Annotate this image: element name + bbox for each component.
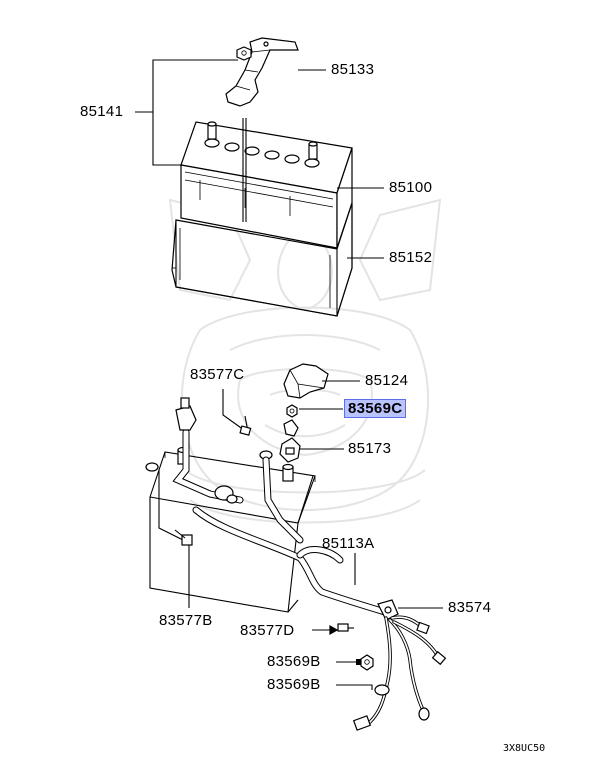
positive-cable — [259, 450, 304, 544]
label-85141: 85141 — [80, 103, 124, 120]
cable-connector — [214, 485, 238, 504]
label-83574: 83574 — [448, 599, 492, 616]
battery-cover — [171, 202, 353, 317]
label-85173: 85173 — [348, 440, 392, 457]
leader-83577B-upper — [158, 470, 184, 541]
label-85124: 85124 — [365, 372, 409, 389]
label-85152: 85152 — [389, 249, 433, 266]
label-83577D: 83577D — [240, 622, 295, 639]
branch-wires — [352, 615, 447, 731]
bolt-83577C — [222, 389, 252, 436]
figure-code: 3X8UC50 — [503, 743, 546, 754]
harness-clip — [377, 599, 399, 621]
label-85100: 85100 — [389, 179, 433, 196]
label-85133: 85133 — [331, 61, 375, 78]
bolt-83577D — [337, 623, 354, 632]
hold-down-clamp — [225, 37, 299, 107]
battery-caps — [204, 121, 320, 168]
positive-terminal-clamp — [279, 419, 301, 463]
label-83577C: 83577C — [190, 366, 245, 383]
label-83569B-lower: 83569B — [267, 676, 321, 693]
terminal-cover — [283, 363, 329, 399]
nut-83569B-upper — [360, 654, 374, 671]
leader-83569B-lower — [336, 684, 373, 690]
main-harness — [192, 506, 389, 616]
clamp-nut — [236, 46, 252, 61]
label-83577B: 83577B — [159, 612, 213, 629]
bolt-83577B — [174, 529, 193, 546]
label-83569C-highlighted[interactable]: 83569C — [344, 399, 407, 418]
battery — [180, 118, 353, 249]
nut-83569C — [286, 404, 298, 418]
label-85113A: 85113A — [322, 535, 375, 552]
leader-85141 — [135, 59, 238, 166]
label-83569B-upper: 83569B — [267, 653, 321, 670]
